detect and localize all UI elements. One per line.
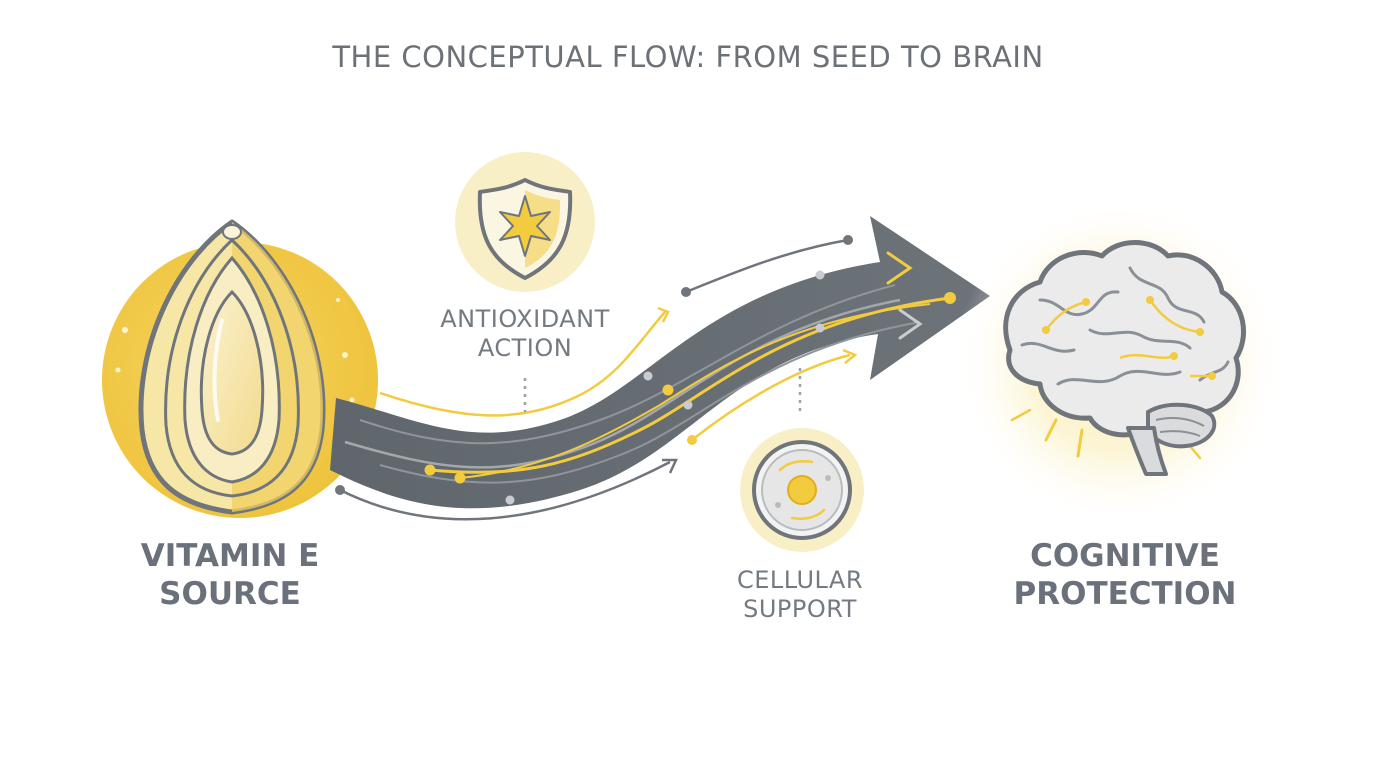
cognitive-protection-label: COGNITIVE PROTECTION — [980, 538, 1270, 614]
antioxidant-label-line-2: ACTION — [477, 334, 573, 363]
brain-icon — [955, 197, 1285, 527]
flow-arrow-icon — [330, 216, 990, 521]
cellular-label-line-1: CELLULAR — [736, 566, 864, 594]
cognitive-label-line-1: COGNITIVE — [1030, 538, 1220, 574]
cellular-support-label: CELLULAR SUPPORT — [680, 566, 920, 625]
cognitive-label-line-2: PROTECTION — [1013, 575, 1237, 612]
vitamin-e-source-label: VITAMIN E SOURCE — [105, 538, 355, 614]
cell-icon — [740, 368, 864, 552]
page-title: THE CONCEPTUAL FLOW: FROM SEED TO BRAIN — [332, 40, 1044, 74]
cellular-label-line-2: SUPPORT — [743, 595, 857, 624]
antioxidant-action-label: ANTIOXIDANT ACTION — [400, 305, 650, 364]
antioxidant-label-line-1: ANTIOXIDANT — [440, 305, 610, 333]
shield-star-icon — [455, 152, 595, 412]
source-label-line-2: SOURCE — [159, 575, 301, 612]
seed-icon — [102, 219, 378, 518]
source-label-line-1: VITAMIN E — [140, 538, 320, 574]
